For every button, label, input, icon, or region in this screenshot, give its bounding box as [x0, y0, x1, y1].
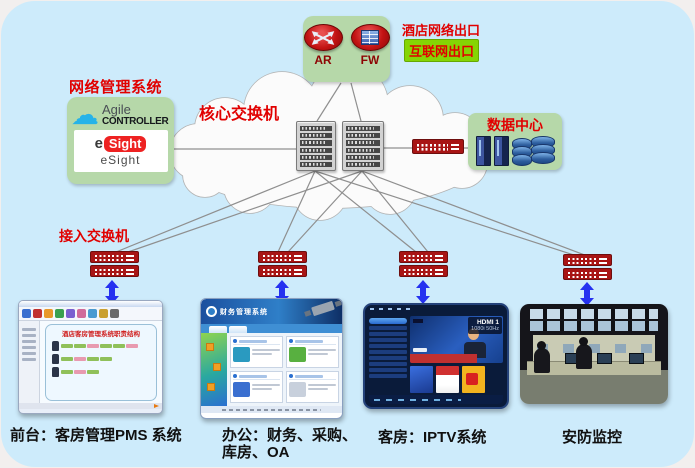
exit-panel: AR FW [303, 16, 390, 82]
agile-word: Agile [102, 101, 131, 117]
access-switch-1 [90, 251, 139, 277]
caption-office-line2: 库房、OA [222, 444, 290, 462]
management-panel: ☁ Agile CONTROLLER e Sight eSight [67, 97, 174, 184]
hdmi-label: HDMI 1 [476, 319, 499, 326]
pms-window-title: 酒店客房管理系统职责结构 [62, 331, 140, 338]
operator-desk [527, 353, 661, 375]
ar-label: AR [314, 53, 332, 67]
iptv-posters [410, 366, 503, 393]
resolution-label: 1080i 50Hz [471, 326, 499, 332]
esight-logo: e Sight eSight [73, 130, 168, 173]
portal-header: 财务管理系统 [201, 299, 342, 324]
tv-channel-logo [413, 319, 423, 323]
operator-silhouette [534, 341, 550, 373]
ar-router-icon [303, 24, 343, 51]
portal-logo-icon [206, 306, 217, 317]
iptv-screenshot: HDMI 1 1080i 50Hz [363, 303, 509, 409]
hotel-exit-label: 酒店网络出口 [402, 23, 481, 38]
iptv-statusbar [369, 395, 503, 404]
monitor-wall-row [530, 321, 658, 331]
esight-caption: eSight [100, 153, 141, 168]
portal-panel [286, 336, 339, 368]
pms-titlebar [19, 301, 162, 307]
management-system-title: 网络管理系统 [69, 79, 163, 96]
portal-panel [230, 336, 283, 368]
database-icon [530, 136, 555, 164]
portal-sidebar-graphic [201, 333, 227, 406]
portal-panel [286, 371, 339, 403]
internet-exit-badge: 互联网出口 [404, 39, 479, 62]
esight-sight-chip: Sight [103, 135, 147, 152]
link-arrow-4 [580, 282, 594, 306]
controller-word: CONTROLLER [102, 115, 169, 127]
pms-screenshot: 酒店客房管理系统职责结构 [18, 300, 163, 414]
access-switch-3 [399, 251, 448, 277]
datacenter-panel: 数据中心 [468, 113, 562, 170]
access-switch-4 [563, 254, 612, 280]
iptv-channel-list [369, 316, 407, 393]
pms-sidebar [19, 321, 40, 403]
caption-iptv: 客房：IPTV系统 [378, 429, 487, 446]
security-monitoring-photo [520, 304, 668, 404]
caption-office: 办公：财务、采购、 库房、OA [222, 427, 372, 462]
pms-statusbar [19, 403, 162, 409]
caption-office-line1: 办公：财务、采购、 [222, 427, 358, 444]
office-portal-screenshot: 财务管理系统 [200, 298, 343, 419]
aggregation-switch [412, 139, 464, 154]
person-icon [52, 367, 59, 377]
news-desk [410, 354, 477, 363]
portal-navbar [201, 324, 342, 333]
person-icon [52, 354, 59, 364]
link-lines [115, 82, 591, 258]
database-icon [511, 138, 532, 166]
subtitle-box [413, 348, 427, 352]
caption-security: 安防监控 [562, 429, 623, 446]
access-switch-2 [258, 251, 307, 277]
hdmi-source-badge: HDMI 1 1080i 50Hz [468, 317, 502, 334]
core-switch-2 [342, 121, 384, 171]
iptv-topbar [365, 305, 507, 313]
operator-silhouette [576, 337, 592, 369]
satellite-icon [311, 300, 335, 317]
person-icon [52, 341, 59, 351]
server-tower-icon [475, 136, 491, 166]
access-switch-label: 接入交换机 [59, 228, 129, 244]
pms-org-panel: 酒店客房管理系统职责结构 [45, 324, 157, 401]
core-switch-label: 核心交换机 [199, 106, 280, 123]
datacenter-label: 数据中心 [487, 117, 543, 133]
firewall-icon [350, 24, 390, 51]
link-arrow-3 [416, 280, 430, 304]
monitor-wall-row [530, 309, 658, 319]
portal-title: 财务管理系统 [220, 308, 268, 316]
server-tower-icon [493, 136, 509, 166]
esight-e: e [94, 135, 103, 153]
portal-footer [201, 406, 342, 413]
agile-cloud-icon: ☁ [71, 99, 99, 130]
portal-panel [230, 371, 283, 403]
firewall-brick [361, 30, 379, 45]
core-switch-1 [296, 121, 336, 171]
fw-label: FW [360, 53, 380, 67]
pms-toolbar [19, 307, 162, 321]
caption-pms: 前台：客房管理PMS 系统 [10, 427, 182, 444]
